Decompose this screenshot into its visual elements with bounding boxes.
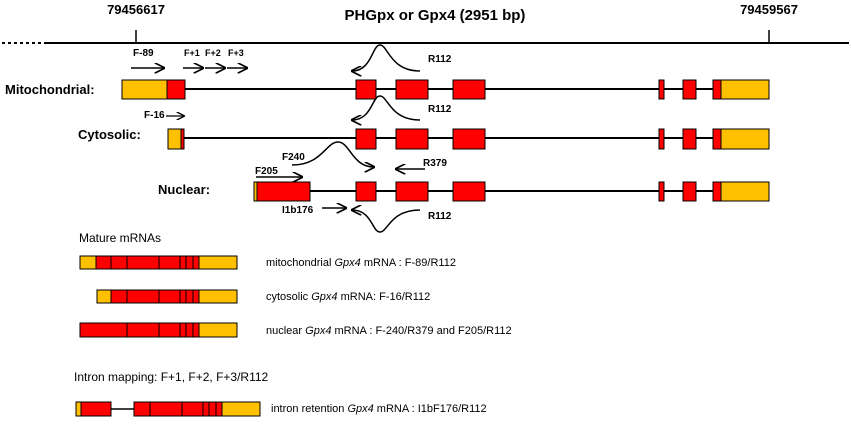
exon-1b-cyto: [180, 128, 185, 150]
exon-7-mito: [712, 79, 722, 100]
primer-f2-label: F+2: [205, 48, 221, 58]
coord-start: 79456617: [107, 2, 165, 17]
utr-5-mito: [121, 79, 168, 100]
primer-r379-label: R379: [423, 158, 447, 169]
mrna-intron-label: intron retention Gpx4 mRNA : I1bF176/R11…: [271, 403, 487, 415]
primer-f89-label: F-89: [133, 48, 154, 59]
primer-f1-label: F+1: [184, 48, 200, 58]
label-mitochondrial: Mitochondrial:: [5, 82, 95, 97]
exon-2-nuc: [355, 181, 377, 202]
coord-end: 79459567: [740, 2, 798, 17]
intron-mapping-heading: Intron mapping: F+1, F+2, F+3/R112: [74, 370, 269, 384]
exon-4-nuc: [452, 181, 486, 202]
exon-6-mito: [682, 79, 697, 100]
primer-r112-label-cyto: R112: [428, 104, 452, 115]
genome-axis: 79456617 79459567 PHGpx or Gpx4 (2951 bp…: [2, 2, 849, 44]
exon-4-mito: [452, 79, 486, 100]
utr-3-cyto: [720, 128, 770, 150]
exon-5-mito: [658, 79, 665, 100]
transcript-nuclear: Nuclear: F240 R379 F205 I1b176 R112: [158, 141, 770, 233]
mrna-nuc-label: nuclear Gpx4 mRNA : F-240/R379 and F205/…: [266, 325, 512, 337]
transcript-mitochondrial: Mitochondrial: F-89 F+1 F+2 F+3 R112: [5, 44, 770, 100]
exon-5-cyto: [658, 128, 665, 150]
mrna-intron-retention: intron retention Gpx4 mRNA : I1bF176/R11…: [75, 401, 487, 417]
mature-mrnas-heading: Mature mRNAs: [79, 231, 161, 245]
primer-f240-label: F240: [282, 152, 305, 163]
mrna-mitochondrial: mitochondrial Gpx4 mRNA : F-89/R112: [79, 255, 456, 270]
exon-2-mito: [355, 79, 377, 100]
exon-3-mito: [395, 79, 429, 100]
diagram-title: PHGpx or Gpx4 (2951 bp): [345, 7, 526, 24]
exon-7-nuc: [712, 181, 722, 202]
exon-3-cyto: [395, 128, 429, 150]
utr-3-nuc: [720, 181, 770, 202]
primer-f240-curve: [291, 141, 374, 167]
utr-3-mito: [720, 79, 770, 100]
primer-f16-label: F-16: [144, 110, 165, 121]
mrna-mito-label: mitochondrial Gpx4 mRNA : F-89/R112: [266, 257, 456, 269]
utr-5-cyto: [167, 128, 182, 150]
exon-6-nuc: [682, 181, 697, 202]
primer-r112-curve-mito: [352, 44, 421, 71]
exon-3-nuc: [395, 181, 429, 202]
exon-4-cyto: [452, 128, 486, 150]
exon-1a-mito: [166, 79, 186, 100]
mrna-nuclear: nuclear Gpx4 mRNA : F-240/R379 and F205/…: [79, 322, 512, 338]
primer-f3-label: F+3: [228, 48, 244, 58]
exon-6-cyto: [682, 128, 697, 150]
exon-1n-nuc: [256, 181, 311, 202]
primer-r112-curve-cyto: [352, 95, 421, 120]
exon-2-cyto: [355, 128, 377, 150]
primer-i1b176-label: I1b176: [282, 205, 314, 216]
primer-f205-label: F205: [255, 166, 278, 177]
primer-r112-label-nuc: R112: [428, 211, 452, 222]
mrna-cytosolic: cytosolic Gpx4 mRNA: F-16/R112: [96, 289, 430, 304]
label-nuclear: Nuclear:: [158, 182, 210, 197]
primer-r112-curve-nuc: [352, 210, 421, 233]
primer-r112-label-mito: R112: [428, 54, 452, 65]
exon-7-cyto: [712, 128, 722, 150]
transcript-cytosolic: Cytosolic: F-16 R112: [78, 95, 770, 150]
exon-5-nuc: [658, 181, 665, 202]
mrna-cyto-label: cytosolic Gpx4 mRNA: F-16/R112: [266, 291, 430, 303]
label-cytosolic: Cytosolic:: [78, 127, 141, 142]
